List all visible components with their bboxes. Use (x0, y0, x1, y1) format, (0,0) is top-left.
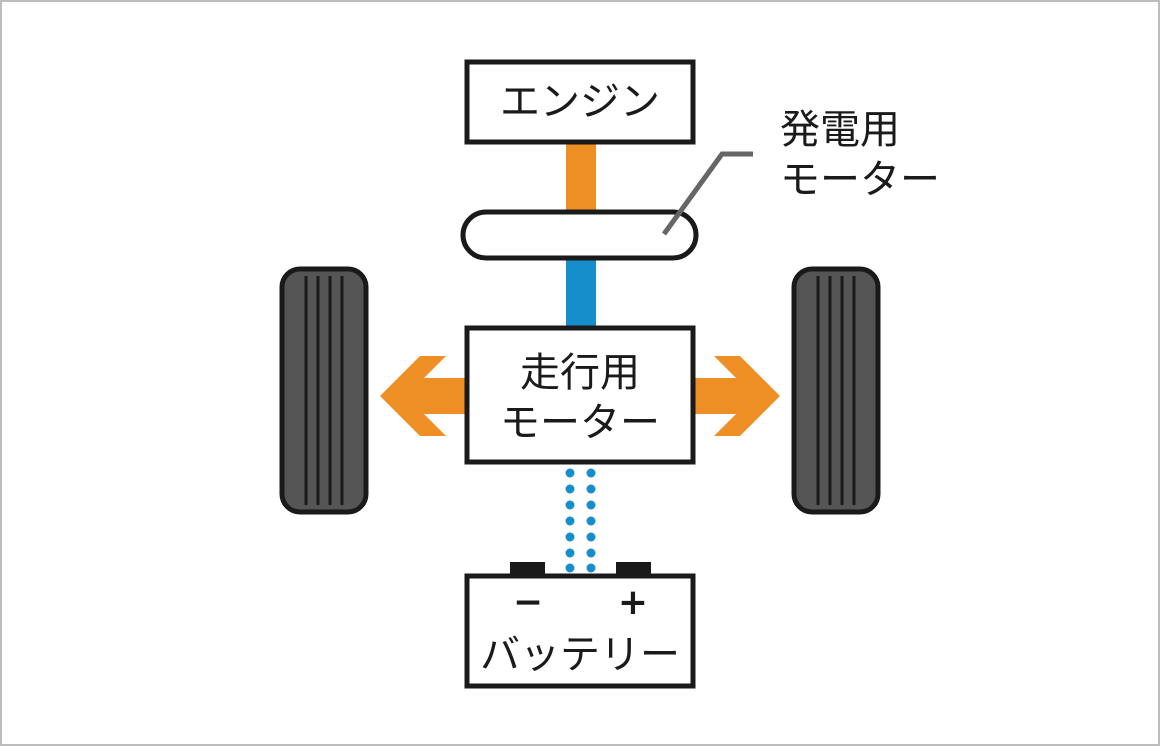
drive-motor-label-line1: 走行用 (520, 350, 640, 396)
battery-icon: − + バッテリー (464, 562, 696, 689)
generator-label-line1: 発電用 (780, 107, 900, 153)
drive-motor-label-line2: モーター (500, 400, 660, 446)
engine-shaft (566, 142, 596, 212)
generator-motor-shape (460, 209, 699, 261)
generator-motor-label: 発電用 モーター (780, 107, 940, 203)
battery-terminal-plus (616, 562, 651, 577)
arrow-right-icon (690, 356, 780, 436)
battery-label: バッテリー (480, 632, 680, 678)
drive-motor-box: 走行用 モーター (464, 325, 696, 465)
arrow-left-icon (380, 356, 470, 436)
engine-label: エンジン (500, 79, 660, 125)
engine-box: エンジン (464, 59, 696, 145)
motor-shaft (566, 258, 596, 328)
electric-connection-dots (565, 468, 596, 573)
battery-plus-sign: + (618, 582, 648, 623)
generator-label-line2: モーター (780, 157, 940, 203)
generator-leader-line (661, 151, 753, 236)
tire-icon-left (279, 266, 369, 515)
battery-terminal-minus (510, 562, 545, 577)
battery-minus-sign: − (513, 582, 543, 623)
tire-icon-right (791, 266, 881, 515)
